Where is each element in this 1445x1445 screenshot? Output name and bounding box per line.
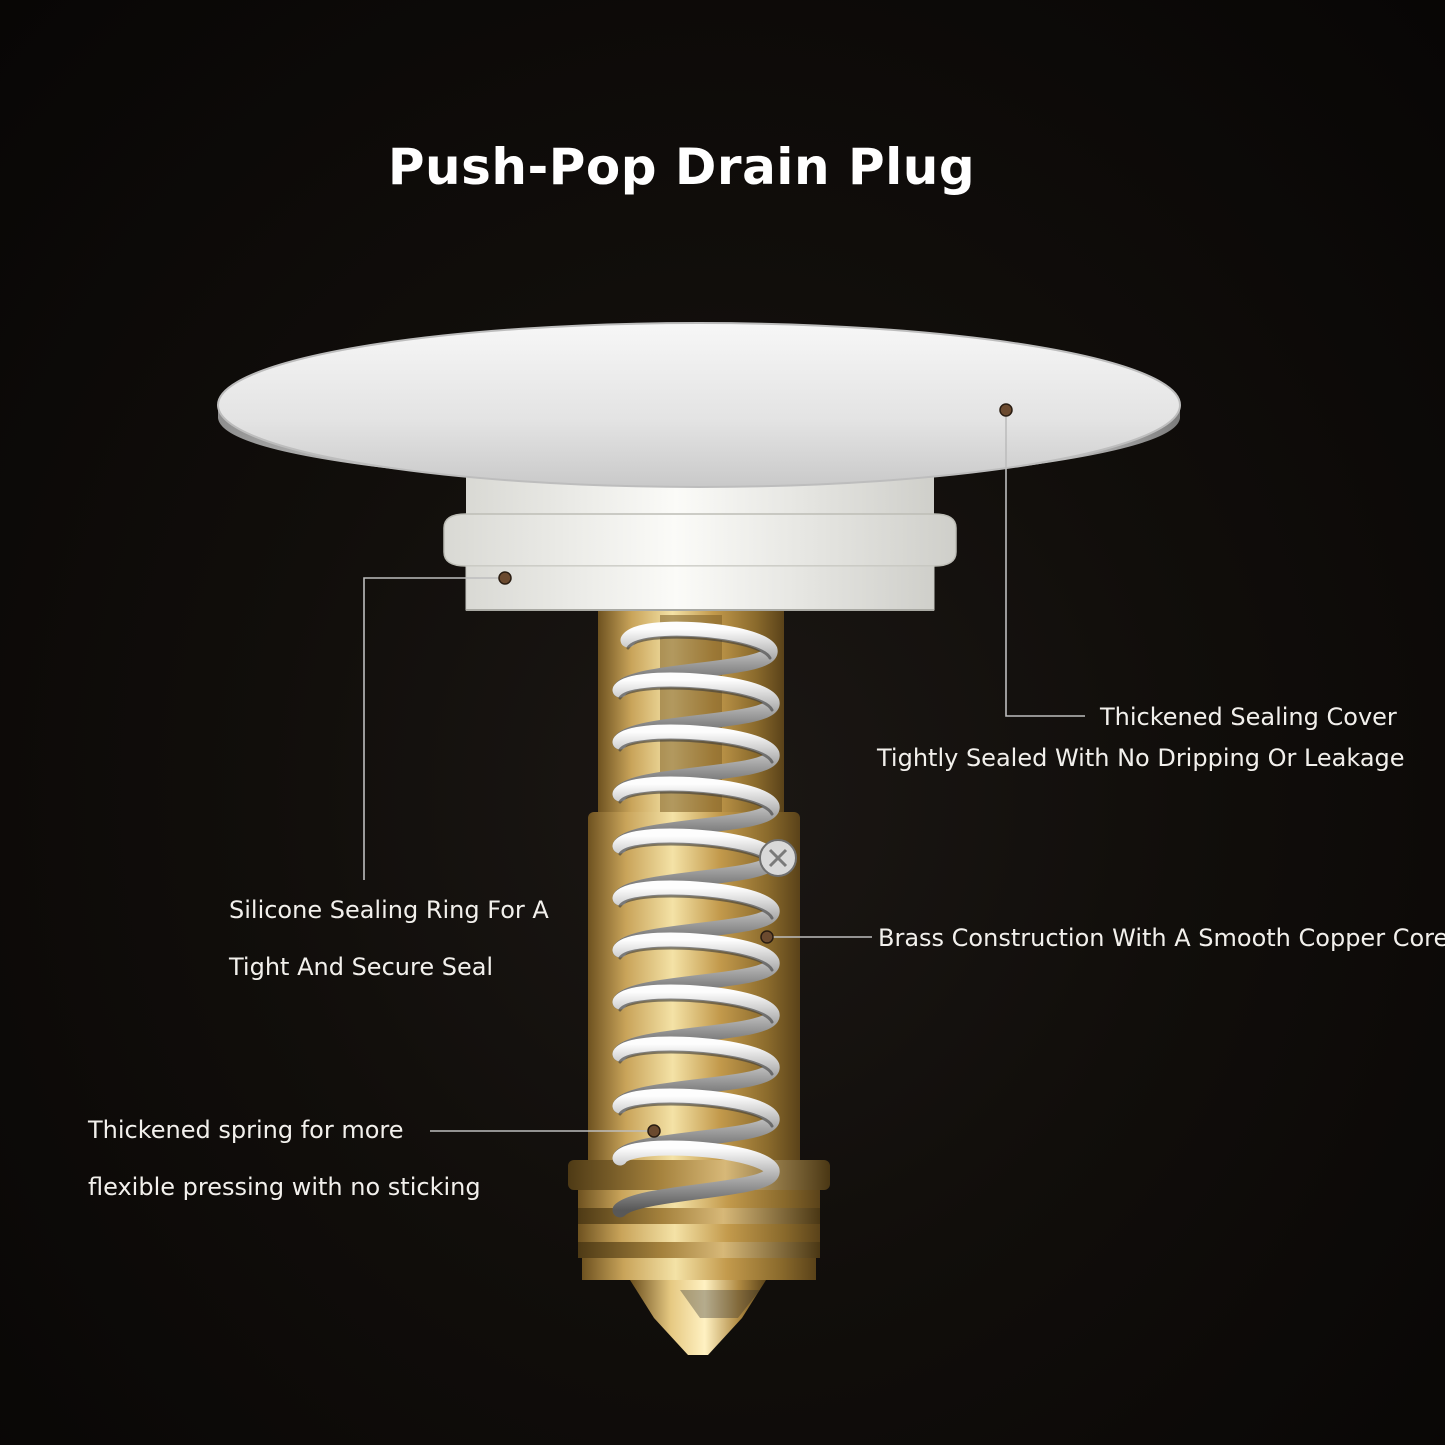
ring-marker (498, 571, 512, 585)
brass-callout-line1: Brass Construction With A Smooth Copper … (878, 924, 1445, 952)
spring-marker (647, 1124, 661, 1138)
cone-tip (630, 1280, 766, 1355)
ring-leader (363, 577, 505, 880)
chrome-sealing-cover (217, 322, 1181, 488)
brass-marker (760, 930, 774, 944)
page-title: Push-Pop Drain Plug (387, 138, 976, 196)
screw-head (759, 839, 797, 877)
cover-marker (999, 403, 1013, 417)
spring-callout-line1: Thickened spring for more (88, 1116, 404, 1144)
leader-lines (363, 412, 1085, 1132)
marker-dots (498, 403, 1013, 1138)
spring-callout-line2: flexible pressing with no sticking (88, 1173, 481, 1201)
cover-leader (1005, 412, 1085, 717)
cover-callout-line1: Thickened Sealing Cover (1100, 703, 1397, 731)
cover-callout-line2: Tightly Sealed With No Dripping Or Leaka… (877, 744, 1405, 772)
spring (612, 621, 780, 1218)
ring-callout-line1: Silicone Sealing Ring For A (229, 896, 549, 924)
ring-callout-line2: Tight And Secure Seal (229, 953, 494, 981)
silicone-seal-ring (443, 470, 957, 611)
